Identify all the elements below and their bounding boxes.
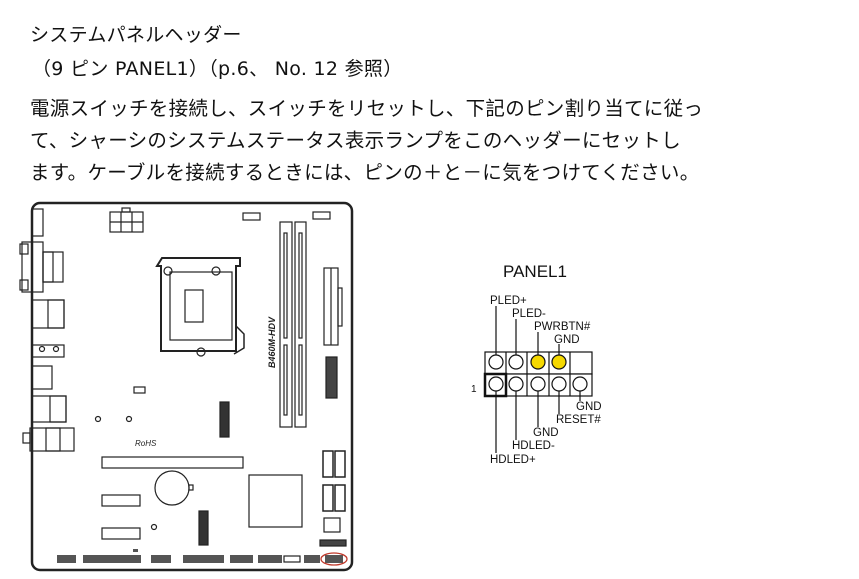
body-line-3: ます。ケーブルを接続するときには、ピンの＋と－に気をつけてください。 — [30, 161, 700, 184]
bottom-headers — [57, 549, 343, 563]
panel-title: PANEL1 — [503, 262, 567, 281]
fan-header — [242, 212, 261, 221]
label-hdled-plus: HDLED+ — [490, 454, 536, 466]
pin-reset — [551, 376, 567, 392]
section-subtitle: （9 ピン PANEL1）（p.6、 No. 12 参照） — [32, 58, 403, 80]
board-model-label: B460M-HDV — [267, 316, 277, 368]
body-line-2: て、シャーシのシステムステータス表示ランプをこのヘッダーにセットし — [30, 129, 681, 152]
label-pled-minus: PLED- — [512, 308, 546, 320]
usb-header — [325, 356, 338, 399]
pin1-number: 1 — [471, 384, 477, 395]
m2-key-slot — [198, 510, 209, 546]
label-gnd-bottom: GND — [533, 427, 559, 439]
chipset — [248, 474, 303, 528]
rohs-label: RoHS — [135, 439, 157, 448]
motherboard-diagram: RoHS B460M-HDV — [19, 201, 354, 572]
pin-gnd — [530, 376, 546, 392]
cpu-socket — [155, 257, 245, 357]
pin-hdled-minus — [508, 376, 524, 392]
sata-connectors — [322, 450, 346, 512]
pin-gnd — [572, 376, 588, 392]
body-line-1: 電源スイッチを接続し、スイッチをリセットし、下記のピン割り当てに従っ — [30, 97, 704, 120]
panel1-pinout: PANEL1 PLED+ — [471, 262, 602, 466]
pin-pwrbtn — [530, 354, 546, 370]
pin-pled-minus — [508, 354, 524, 370]
pcie-slot — [101, 456, 244, 469]
label-pled-plus: PLED+ — [490, 295, 527, 307]
pin-gnd — [551, 354, 567, 370]
section-title: システムパネルヘッダー — [30, 24, 242, 46]
label-gnd-top: GND — [554, 334, 580, 346]
m2-slot — [101, 527, 141, 540]
dimm-slots — [279, 221, 307, 428]
panel1-location-marker — [320, 552, 348, 566]
label-pwrbtn: PWRBTN# — [534, 321, 591, 333]
pin-hdled-plus — [488, 376, 504, 392]
m2-slot — [101, 494, 141, 507]
rear-io — [19, 208, 75, 452]
cmos-battery — [154, 470, 190, 506]
label-hdled-minus: HDLED- — [512, 440, 555, 452]
fan-header — [312, 211, 331, 220]
m2-slot — [219, 401, 230, 438]
fan-header — [133, 386, 146, 394]
label-reset: RESET# — [556, 414, 601, 426]
pin-pled-plus — [488, 354, 504, 370]
label-gnd-bottom-right: GND — [576, 401, 602, 413]
